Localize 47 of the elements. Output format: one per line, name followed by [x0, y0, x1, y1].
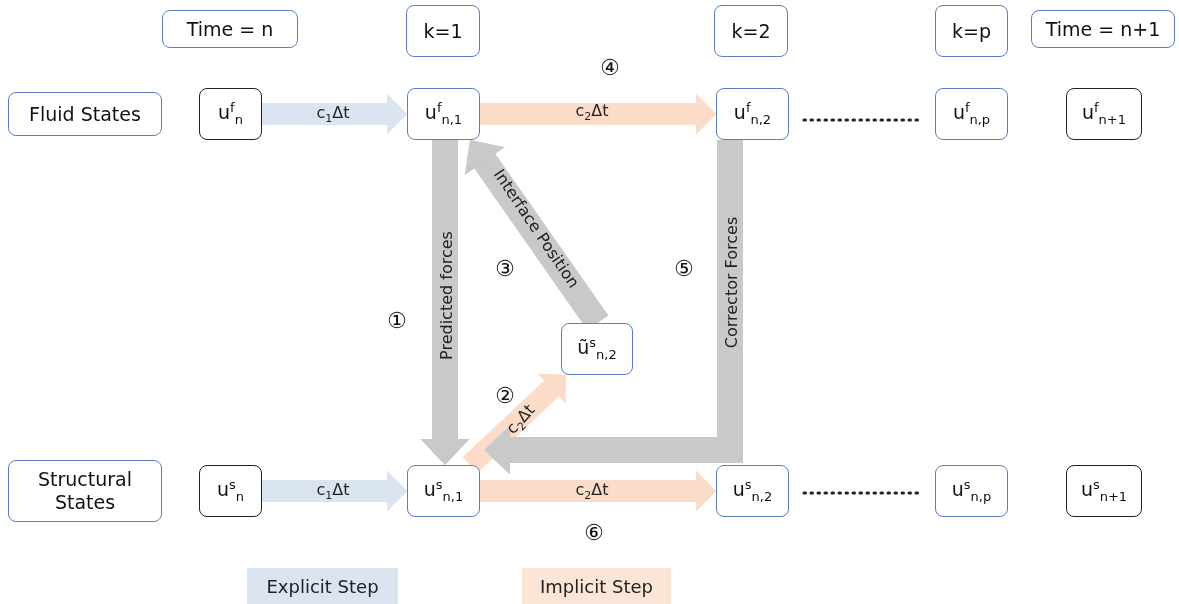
legend-label: Explicit Step [266, 575, 379, 597]
state-box [8, 92, 162, 136]
block-arrow [484, 140, 743, 475]
step-number: ⑥ [584, 520, 604, 545]
edge-label: c$_{2}$Δt [575, 480, 609, 503]
edge-label: c$_{1}$Δt [316, 103, 350, 126]
dotted-line [802, 118, 920, 122]
state-box [8, 460, 162, 522]
state-box [716, 88, 789, 140]
node-label: k=2 [731, 19, 771, 43]
state-box [1031, 10, 1175, 48]
state-box [199, 465, 262, 517]
state-box [714, 5, 788, 57]
legend-label: Implicit Step [540, 575, 653, 597]
edge-label: Predicted forces [436, 230, 456, 360]
block-arrow [480, 93, 716, 135]
state-box [162, 10, 298, 48]
state-box [935, 88, 1008, 140]
state-box [1066, 465, 1142, 517]
state-box [407, 88, 480, 140]
block-arrow [262, 93, 407, 135]
step-number: ② [495, 383, 515, 408]
state-box [406, 5, 480, 57]
state-box [935, 5, 1008, 57]
step-number: ③ [495, 256, 515, 281]
node-label: k=p [952, 19, 991, 43]
step-number: ① [387, 308, 407, 333]
state-box [716, 465, 789, 517]
edge-label: Corrector Forces [721, 216, 741, 348]
state-box [935, 465, 1008, 517]
state-box [561, 323, 633, 375]
node-label: Time = n+1 [1045, 17, 1161, 41]
block-arrow [480, 470, 716, 512]
node-label: Time = n [186, 17, 274, 41]
node-label: k=1 [423, 19, 463, 43]
state-box [1066, 88, 1142, 140]
step-number: ④ [600, 55, 620, 80]
state-box [407, 465, 480, 517]
node-label: Fluid States [29, 102, 141, 126]
dotted-line [802, 491, 920, 495]
block-arrow [420, 140, 470, 465]
edge-label: c$_{2}$Δt [575, 101, 609, 124]
node-label: Structural States [36, 468, 133, 514]
block-arrow [262, 470, 407, 512]
state-box [199, 88, 262, 140]
edge-label: c$_{1}$Δt [316, 480, 350, 503]
step-number: ⑤ [674, 256, 694, 281]
